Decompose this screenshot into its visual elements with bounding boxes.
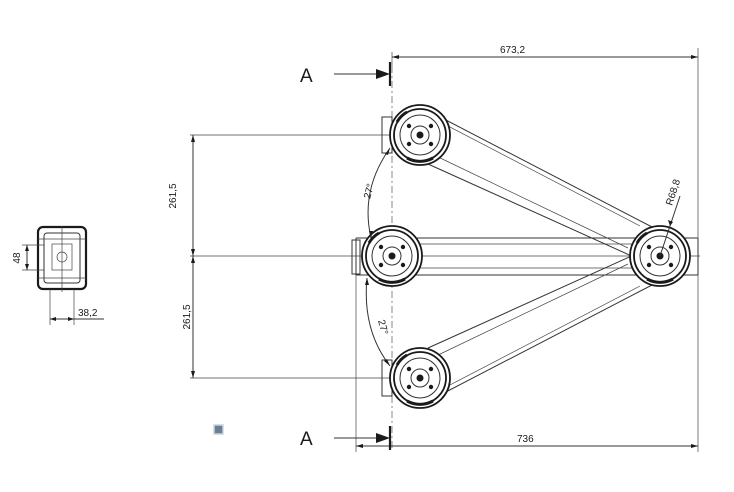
lower-offset-label: 261,5: [182, 304, 193, 329]
section-marker-bottom: A: [300, 426, 392, 450]
section-height-label: 48: [12, 252, 23, 264]
overall-top-label: 673,2: [500, 45, 525, 56]
radius-label: R68,8: [664, 178, 683, 207]
upper-offset-label: 261,5: [168, 183, 179, 208]
cross-section-view: 48 38,2: [12, 225, 104, 325]
hub-bottom: [389, 347, 451, 409]
section-top-label: A: [300, 66, 313, 87]
angle-lower: 27°: [365, 277, 391, 367]
section-bottom-label: A: [300, 429, 313, 450]
dimension-overall-bottom: 736: [355, 275, 699, 452]
overall-bottom-label: 736: [517, 434, 534, 445]
dimension-overall-top: 673,2: [391, 45, 699, 238]
lower-angle-label: 27°: [375, 319, 390, 336]
upper-angle-label: 27°: [362, 183, 377, 200]
dimension-lower-offset: 261,5: [182, 256, 195, 378]
dimension-upper-offset: 261,5: [168, 135, 195, 256]
hub-top: [389, 104, 451, 166]
angle-upper: 27°: [362, 147, 391, 239]
section-width-label: 38,2: [78, 308, 98, 319]
hub-middle: [361, 225, 423, 287]
square-icon: [213, 424, 224, 435]
section-marker-top: A: [300, 62, 392, 87]
